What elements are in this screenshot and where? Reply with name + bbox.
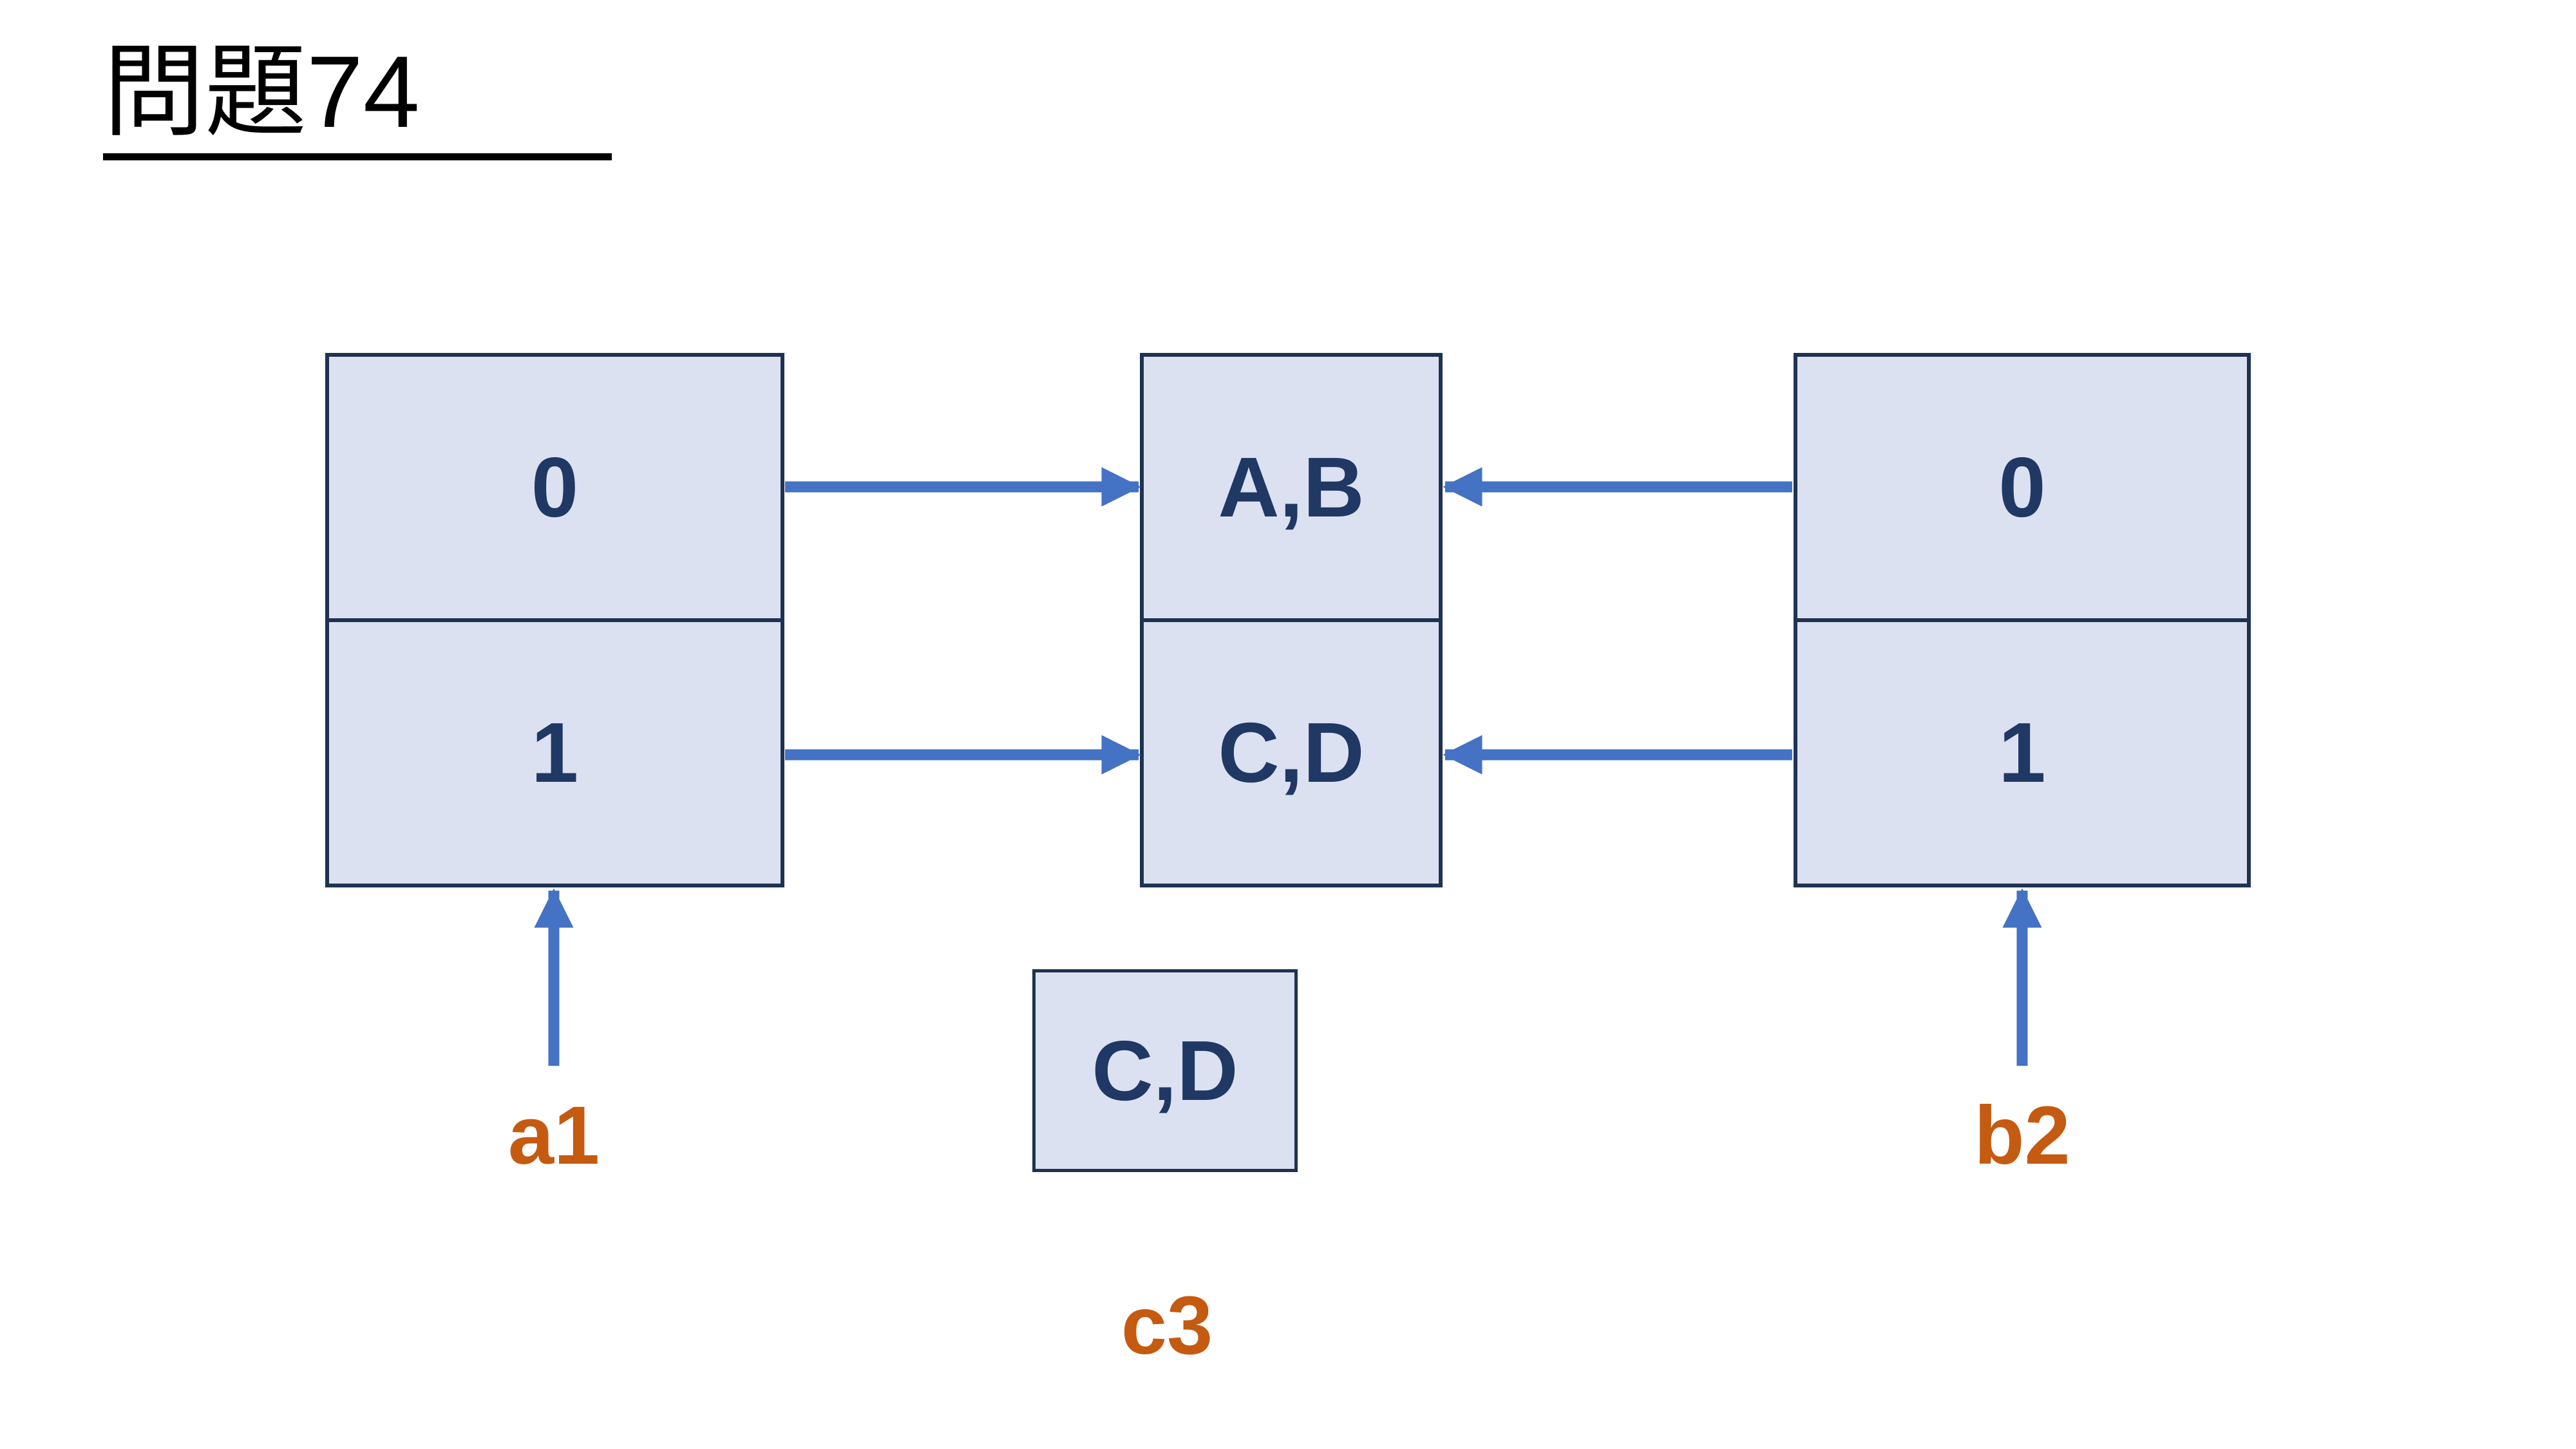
middle-register-cell-1: C,D xyxy=(1144,618,1439,884)
middle-register-cell-0: A,B xyxy=(1218,440,1365,535)
left-register-box[interactable]: 0 1 xyxy=(325,353,784,887)
page-title-underline xyxy=(103,153,612,160)
label-a1: a1 xyxy=(507,1090,600,1182)
label-c3: c3 xyxy=(1121,1280,1213,1372)
left-register-cell-0: 0 xyxy=(531,440,579,535)
label-b2: b2 xyxy=(1974,1090,2070,1182)
page-title-text: 問題74 xyxy=(103,35,420,149)
standalone-cd-cell: C,D xyxy=(1092,1023,1238,1118)
middle-register-box[interactable]: A,B C,D xyxy=(1140,353,1443,887)
left-register-cell-1: 1 xyxy=(329,618,781,884)
right-register-box[interactable]: 0 1 xyxy=(1794,353,2251,887)
standalone-cd-box[interactable]: C,D xyxy=(1032,969,1298,1172)
right-register-cell-1: 1 xyxy=(1797,618,2247,884)
right-register-cell-0: 0 xyxy=(1998,440,2046,535)
page-title: 問題74 xyxy=(103,35,638,160)
